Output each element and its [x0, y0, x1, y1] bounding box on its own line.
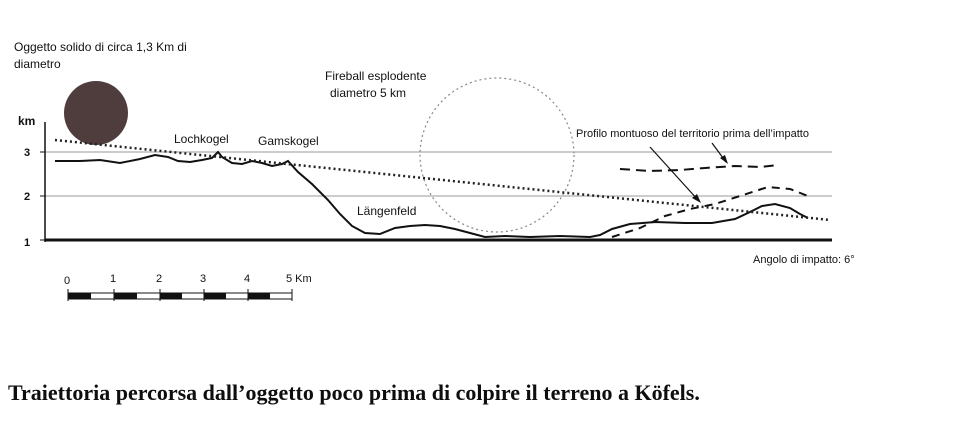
- scale-segment: [270, 293, 292, 299]
- profile-label: Profilo montuoso del territorio prima de…: [576, 128, 809, 140]
- leader-line-lower: [649, 146, 699, 201]
- scale-tick-label: 4: [244, 273, 250, 285]
- altitude-tick-label: 3: [24, 147, 30, 159]
- terrain-profile: [55, 150, 809, 239]
- gamskogel-label: Gamskogel: [258, 134, 319, 148]
- fireball-label-line2: diametro 5 km: [330, 86, 406, 100]
- altitude-tick-label: 2: [24, 191, 30, 203]
- pre-impact-profile-lower: [611, 185, 809, 238]
- scale-segment: [160, 293, 182, 299]
- scale-segment: [114, 293, 137, 299]
- lochkogel-label: Lochkogel: [174, 132, 229, 146]
- laengenfeld-label: Längenfeld: [357, 204, 416, 218]
- distance-scale-bar: 0 1 2 3 4 5 Km: [64, 273, 312, 301]
- altitude-unit: km: [18, 114, 35, 128]
- scale-segment: [248, 293, 270, 299]
- arrowhead-lower: [692, 194, 701, 203]
- scale-tick-label: 0: [64, 275, 70, 287]
- scale-segment: [137, 293, 160, 299]
- impact-angle-label: Angolo di impatto: 6°: [753, 254, 855, 266]
- altitude-tick-label: 1: [24, 237, 30, 249]
- scale-segment: [226, 293, 248, 299]
- scale-tick-label: 3: [200, 273, 206, 285]
- scale-tick-label: 5 Km: [286, 273, 312, 285]
- scale-segment: [68, 293, 91, 299]
- arrowhead-upper: [720, 155, 728, 164]
- scale-segment: [91, 293, 114, 299]
- scale-segment: [204, 293, 226, 299]
- solid-object-circle: [64, 81, 128, 145]
- object-label-line2: diametro: [14, 57, 61, 71]
- figure-caption: Traiettoria percorsa dall’oggetto poco p…: [8, 380, 700, 405]
- fireball-circle: [419, 77, 575, 233]
- pre-impact-profile-upper: [619, 164, 779, 173]
- scale-tick-label: 2: [156, 273, 162, 285]
- scale-tick-label: 1: [110, 273, 116, 285]
- scale-segment: [182, 293, 204, 299]
- object-label-line1: Oggetto solido di circa 1,3 Km di: [14, 40, 187, 54]
- fireball-label-line1: Fireball esplodente: [325, 69, 427, 83]
